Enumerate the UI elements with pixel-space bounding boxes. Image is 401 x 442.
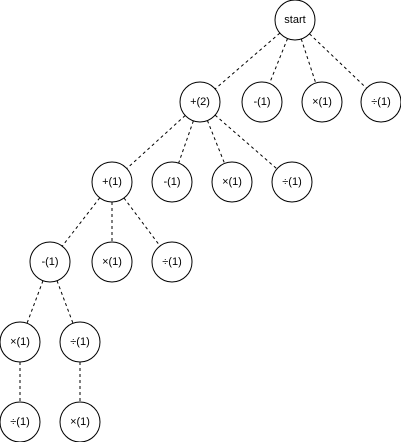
node-circle [241,81,283,123]
node-circle [151,241,193,283]
node-label: ×(1) [222,176,242,188]
edge-n_plus2-n_minus_b [178,120,194,164]
node-circle [59,321,101,363]
node-n_div_d: ÷(1) [59,321,101,363]
node-label: ×(1) [102,256,122,268]
node-n_times_d: ×(1) [0,321,41,363]
node-circle [151,161,193,203]
tree-edges [19,32,367,402]
node-label: ×(1) [70,416,90,428]
node-n_div_e: ÷(1) [0,401,41,442]
node-circle [301,81,343,123]
node-circle [59,401,101,442]
node-label: ÷(1) [10,416,29,428]
node-label: ÷(1) [162,256,181,268]
node-label: -(1) [253,96,270,108]
node-circle [271,161,313,203]
node-n_plus1: +(1) [91,161,133,203]
node-circle [29,241,71,283]
node-label: +(1) [102,176,122,188]
edge-n_plus2-n_times_b [206,120,226,164]
edge-start-n_times_a [300,38,317,84]
node-label: -(1) [41,256,58,268]
node-label: -(1) [163,176,180,188]
edge-n_plus1-n_div_c [123,197,161,247]
node-n_times_b: ×(1) [211,161,253,203]
node-n_div_c: ÷(1) [151,241,193,283]
node-n_minus_a: -(1) [241,81,283,123]
node-n_minus_c: -(1) [29,241,71,283]
node-n_times_c: ×(1) [91,241,133,283]
node-label: ×(1) [10,336,30,348]
node-circle [0,401,41,442]
node-n_times_e: ×(1) [59,401,101,442]
node-label: ÷(1) [282,176,301,188]
edge-start-n_plus2 [214,32,281,90]
node-circle [91,241,133,283]
node-n_plus2: +(2) [179,81,221,123]
node-circle [0,321,41,363]
node-label: ÷(1) [70,336,89,348]
edge-n_plus1-n_minus_c [61,197,101,247]
node-label: ÷(1) [371,96,390,108]
edge-n_plus2-n_div_b [214,114,278,170]
node-circle [274,0,316,41]
node-n_div_b: ÷(1) [271,161,313,203]
node-start: start [274,0,316,41]
node-circle [179,81,221,123]
node-label: ×(1) [312,96,332,108]
edge-n_plus2-n_plus1 [126,115,186,169]
node-label: +(2) [190,96,210,108]
node-n_times_a: ×(1) [301,81,343,123]
edge-start-n_minus_a [269,38,288,84]
node-n_div_a: ÷(1) [360,81,401,123]
node-n_minus_b: -(1) [151,161,193,203]
edge-start-n_div_a [309,33,367,89]
node-circle [360,81,401,123]
edge-n_minus_c-n_times_d [26,280,44,324]
edge-n_minus_c-n_div_d [56,280,74,324]
node-label: start [284,14,305,26]
node-circle [91,161,133,203]
node-circle [211,161,253,203]
